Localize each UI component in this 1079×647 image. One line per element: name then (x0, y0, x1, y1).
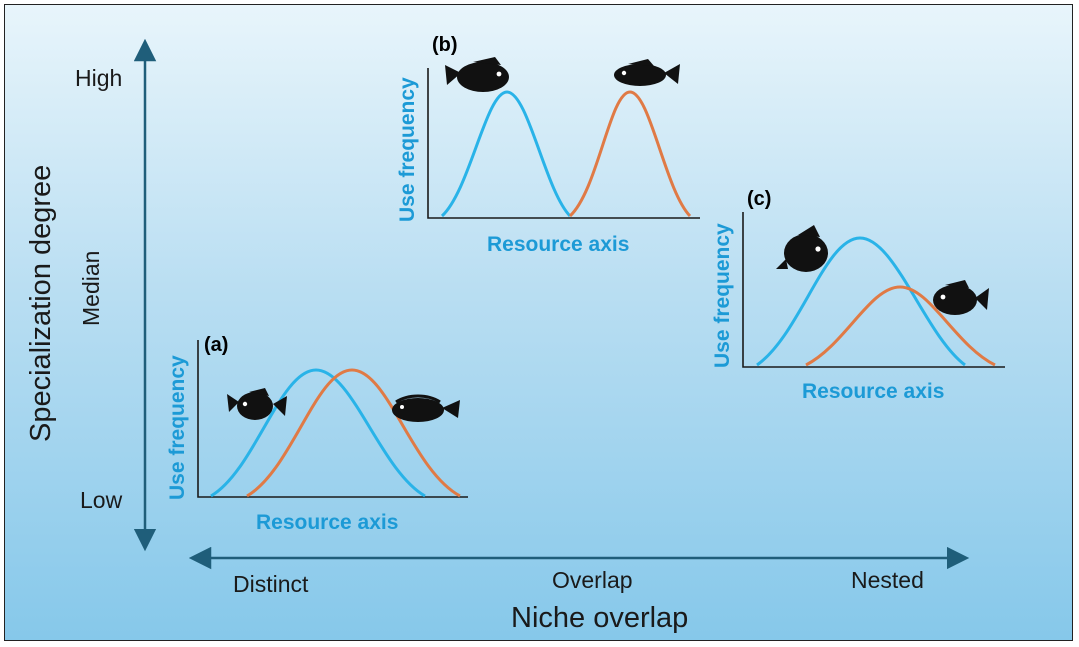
panel-a-orange-curve (246, 368, 461, 498)
panel-c-axes (742, 212, 1005, 368)
panel-c-orange-curve (805, 285, 996, 367)
panel-c-blue-curve (756, 236, 966, 367)
fish-icon (776, 225, 828, 272)
panel-b-tag: (b) (432, 34, 458, 56)
y-tick-high: High (75, 65, 123, 91)
panel-a-ylabel: Use frequency (166, 355, 189, 500)
flatfish-icon (392, 394, 460, 422)
fish-icon (614, 59, 680, 86)
panel-c-tag: (c) (747, 188, 772, 210)
panel-a-axes (197, 340, 468, 498)
panel-c-ylabel: Use frequency (711, 223, 734, 368)
panel-a-blue-curve (210, 368, 426, 498)
fish-icon (227, 388, 287, 420)
x-tick-nested: Nested (851, 567, 924, 593)
fish-icon (445, 57, 509, 92)
panel-c-xlabel: Resource axis (802, 380, 945, 403)
y-axis-title: Specialization degree (25, 164, 57, 442)
y-tick-median: Median (78, 250, 104, 326)
panel-b-xlabel: Resource axis (487, 233, 630, 256)
x-tick-distinct: Distinct (233, 571, 309, 597)
panel-b-ylabel: Use frequency (396, 77, 419, 222)
panel-b-axes (427, 68, 700, 219)
panel-a-xlabel: Resource axis (256, 511, 399, 534)
figure-frame (4, 4, 1073, 641)
fish-icon (933, 280, 989, 315)
panel-b-orange-curve (568, 90, 692, 218)
x-tick-overlap: Overlap (552, 567, 633, 593)
panel-a-tag: (a) (204, 334, 229, 356)
x-axis-title: Niche overlap (511, 602, 689, 634)
y-tick-low: Low (80, 487, 123, 513)
panel-b-blue-curve (440, 90, 572, 218)
